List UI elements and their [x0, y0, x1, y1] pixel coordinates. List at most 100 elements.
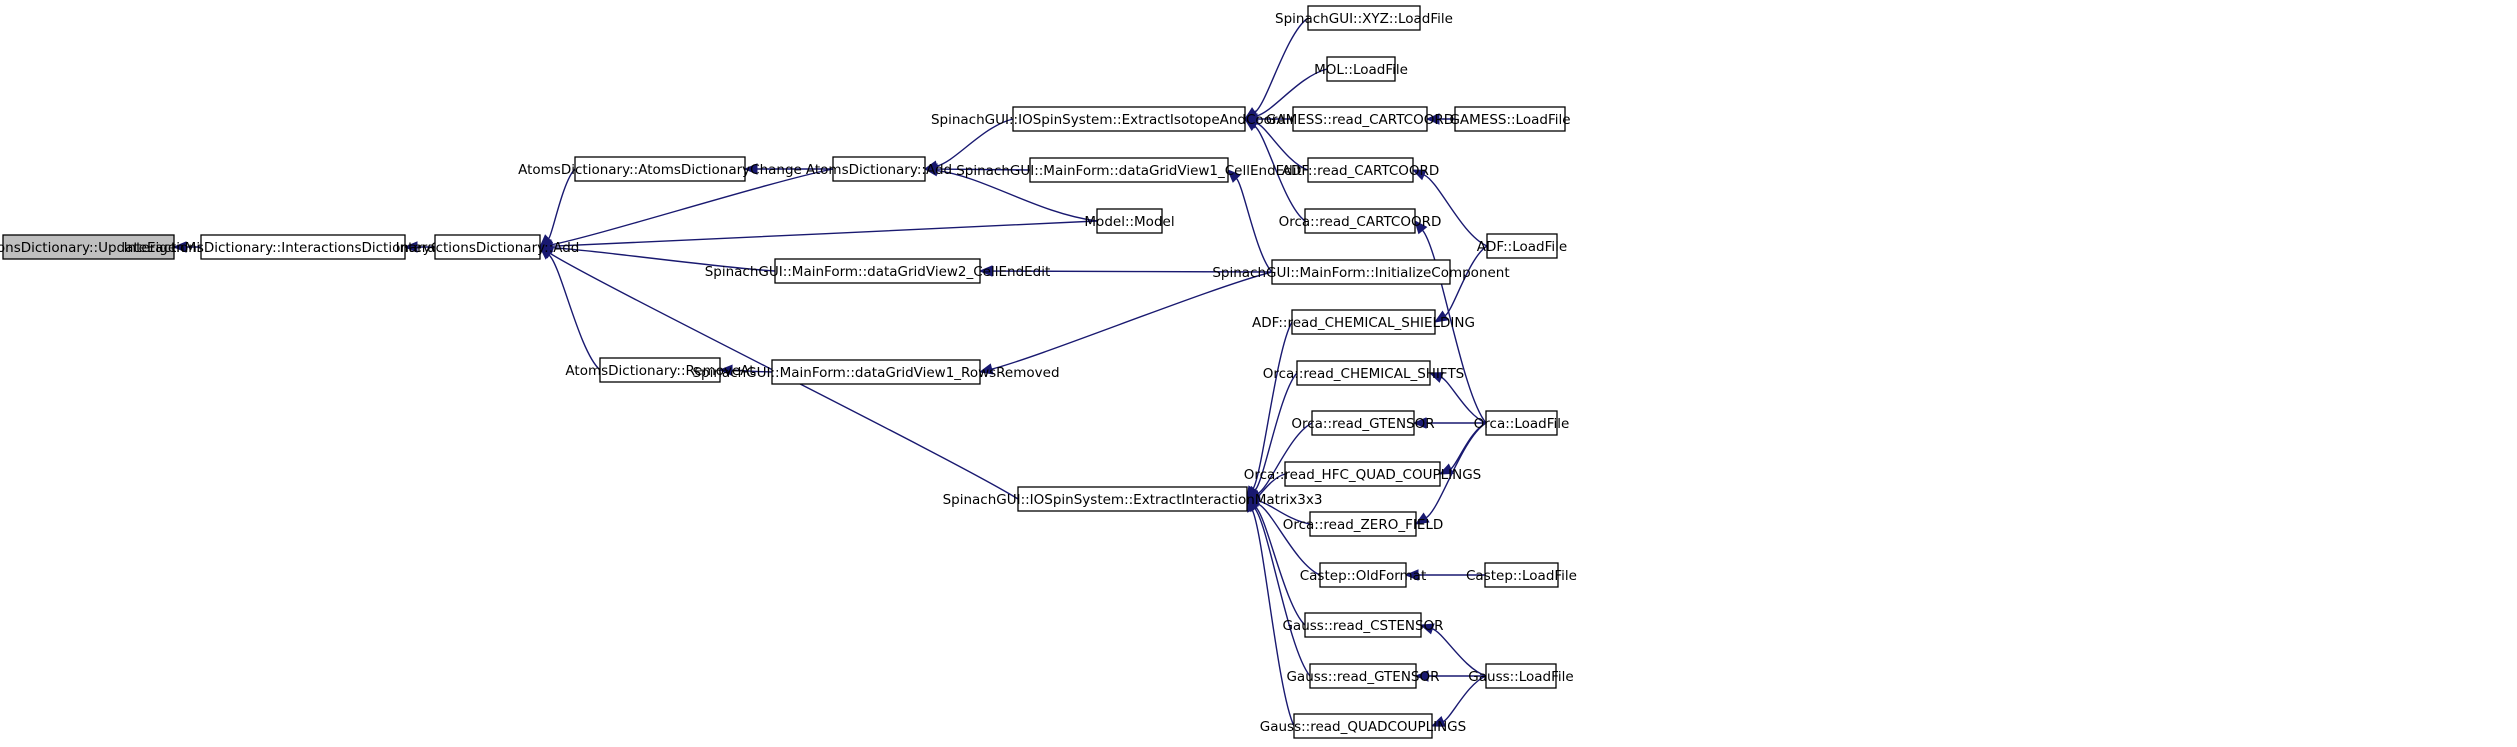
- edge-line: [1256, 122, 1309, 171]
- node-label: InteractionsDictionary::InteractionsDict…: [124, 240, 483, 256]
- node-mol-load[interactable]: MOL::LoadFile: [1314, 56, 1408, 82]
- node-box: [1271, 259, 1451, 285]
- node-update-eigen[interactable]: InteractionsDictionary::UpdateEigenMinMa…: [0, 234, 237, 260]
- node-inter-dict-change[interactable]: InteractionsDictionary::InteractionsDict…: [124, 234, 483, 260]
- edge-gauss-load-to-gauss-gt: [1414, 670, 1487, 682]
- node-box: [1096, 208, 1163, 234]
- node-gamess-load[interactable]: GAMESS::LoadFile: [1449, 106, 1571, 132]
- node-label: AtomsDictionary::AtomsDictionaryChange: [518, 162, 802, 178]
- node-gamess-read[interactable]: GAMESS::read_CARTCOORD: [1266, 106, 1454, 132]
- arrowhead: [1419, 623, 1435, 635]
- edge-castep-load-to-castep-old: [1404, 569, 1485, 581]
- edge-gauss-load-to-gauss-cst: [1419, 623, 1487, 677]
- node-label: Gauss::read_CSTENSOR: [1282, 618, 1443, 634]
- node-box: [1304, 612, 1422, 638]
- node-box: [1309, 663, 1417, 689]
- arrowhead: [1411, 169, 1427, 181]
- arrowhead: [1243, 118, 1259, 132]
- edge-model-to-atoms-add: [923, 164, 1098, 222]
- node-atoms-dict-change[interactable]: AtomsDictionary::AtomsDictionaryChange: [518, 156, 802, 182]
- edge-adf-load-to-adf-read-cart: [1411, 169, 1488, 247]
- edge-line: [936, 169, 1098, 222]
- node-castep-load[interactable]: Castep::LoadFile: [1466, 562, 1577, 588]
- node-label: Orca::read_GTENSOR: [1291, 416, 1434, 432]
- edge-inter-add-to-inter-dict-change: [403, 241, 435, 253]
- edge-line: [991, 270, 1273, 273]
- node-label: AtomsDictionary::RemoveAt: [565, 363, 754, 379]
- edge-dgv1-rows-to-atoms-remove: [718, 364, 773, 376]
- edge-line: [1257, 422, 1313, 495]
- node-orca-zero[interactable]: Orca::read_ZERO_FIELD: [1283, 511, 1444, 537]
- node-orca-gtensor[interactable]: Orca::read_GTENSOR: [1291, 410, 1435, 436]
- node-extract-iso[interactable]: SpinachGUI::IOSpinSystem::ExtractIsotope…: [931, 106, 1327, 132]
- node-box: [2, 234, 175, 260]
- node-box: [774, 258, 981, 284]
- edge-line: [1432, 628, 1487, 677]
- edge-line: [991, 271, 1273, 370]
- edge-line: [1442, 675, 1487, 723]
- arrowhead: [978, 363, 994, 375]
- node-atoms-remove[interactable]: AtomsDictionary::RemoveAt: [565, 357, 755, 383]
- node-orca-shifts[interactable]: Orca::read_CHEMICAL_SHIFTS: [1263, 360, 1465, 386]
- node-label: Castep::OldFormat: [1300, 568, 1427, 584]
- edge-line: [548, 254, 601, 371]
- edge-line: [1256, 68, 1328, 117]
- arrowhead: [1430, 716, 1446, 727]
- edge-orca-load-to-orca-gtensor: [1412, 417, 1486, 429]
- node-dgv1-cell[interactable]: SpinachGUI::MainForm::dataGridView1_Cell…: [956, 157, 1302, 183]
- edge-atoms-dict-change-to-inter-add: [539, 168, 576, 248]
- node-orca-hfc[interactable]: Orca::read_HFC_QUAD_COUPLINGS: [1244, 461, 1482, 487]
- node-box: [599, 357, 721, 383]
- node-label: GAMESS::LoadFile: [1449, 112, 1570, 128]
- arrowhead: [1438, 463, 1454, 475]
- edge-line: [1252, 321, 1293, 490]
- edge-line: [1251, 509, 1295, 727]
- node-box: [1485, 663, 1557, 689]
- edge-line: [551, 168, 834, 246]
- node-gauss-load[interactable]: Gauss::LoadFile: [1468, 663, 1574, 689]
- node-atoms-add[interactable]: AtomsDictionary::Add: [806, 156, 952, 182]
- node-init-comp[interactable]: SpinachGUI::MainForm::InitializeComponen…: [1212, 259, 1510, 285]
- node-inter-add[interactable]: InteractionsDictionary::Add: [396, 234, 580, 260]
- node-label: Gauss::read_GTENSOR: [1286, 669, 1439, 685]
- node-orca-load[interactable]: Orca::LoadFile: [1474, 410, 1570, 436]
- edge-line: [548, 168, 576, 240]
- node-adf-shield[interactable]: ADF::read_CHEMICAL_SHIELDING: [1252, 309, 1475, 335]
- node-label: Orca::read_HFC_QUAD_COUPLINGS: [1244, 467, 1482, 483]
- node-adf-read-cart[interactable]: ADF::read_CARTCOORD: [1282, 157, 1440, 183]
- node-model[interactable]: Model::Model: [1084, 208, 1175, 234]
- edge-line: [551, 247, 776, 272]
- node-label: SpinachGUI::IOSpinSystem::ExtractInterac…: [943, 492, 1323, 508]
- node-gauss-gt[interactable]: Gauss::read_GTENSOR: [1286, 663, 1440, 689]
- edge-adf-load-to-adf-shield: [1433, 245, 1488, 323]
- edge-gauss-load-to-gauss-quad: [1430, 675, 1487, 727]
- node-dgv2-cell[interactable]: SpinachGUI::MainForm::dataGridView2_Cell…: [705, 258, 1051, 284]
- node-castep-old[interactable]: Castep::OldFormat: [1300, 562, 1427, 588]
- edge-orca-load-to-orca-zero: [1414, 422, 1487, 525]
- node-label: SpinachGUI::MainForm::dataGridView1_Cell…: [956, 163, 1302, 179]
- arrowhead: [1227, 169, 1241, 183]
- arrowhead: [1414, 219, 1428, 235]
- node-orca-read-cart[interactable]: Orca::read_CARTCOORD: [1279, 208, 1442, 234]
- node-box: [574, 156, 746, 182]
- node-adf-load[interactable]: ADF::LoadFile: [1477, 233, 1567, 259]
- edge-inter-dict-change-to-update-eigen: [172, 241, 201, 253]
- node-label: SpinachGUI::MainForm::InitializeComponen…: [1212, 265, 1509, 281]
- node-xyz-load[interactable]: SpinachGUI::XYZ::LoadFile: [1275, 5, 1453, 31]
- node-label: Model::Model: [1084, 214, 1174, 230]
- node-label: Gauss::read_QUADCOUPLINGS: [1260, 719, 1466, 735]
- arrowhead: [403, 241, 418, 253]
- node-gauss-cst[interactable]: Gauss::read_CSTENSOR: [1282, 612, 1444, 638]
- node-box: [1319, 562, 1407, 588]
- node-box: [1304, 208, 1416, 234]
- edge-line: [1423, 174, 1488, 247]
- edge-init-comp-to-dgv2-cell: [978, 265, 1273, 277]
- edge-line: [731, 369, 773, 373]
- node-label: ADF::read_CARTCOORD: [1282, 163, 1440, 179]
- node-gauss-quad[interactable]: Gauss::read_QUADCOUPLINGS: [1260, 713, 1466, 739]
- edge-line: [1422, 229, 1487, 424]
- node-dgv1-rows[interactable]: SpinachGUI::MainForm::dataGridView1_Rows…: [692, 359, 1060, 385]
- node-label: SpinachGUI::MainForm::dataGridView1_Rows…: [692, 365, 1059, 381]
- node-extract-int[interactable]: SpinachGUI::IOSpinSystem::ExtractInterac…: [943, 486, 1323, 512]
- edge-gamess-load-to-gamess-read: [1425, 113, 1456, 125]
